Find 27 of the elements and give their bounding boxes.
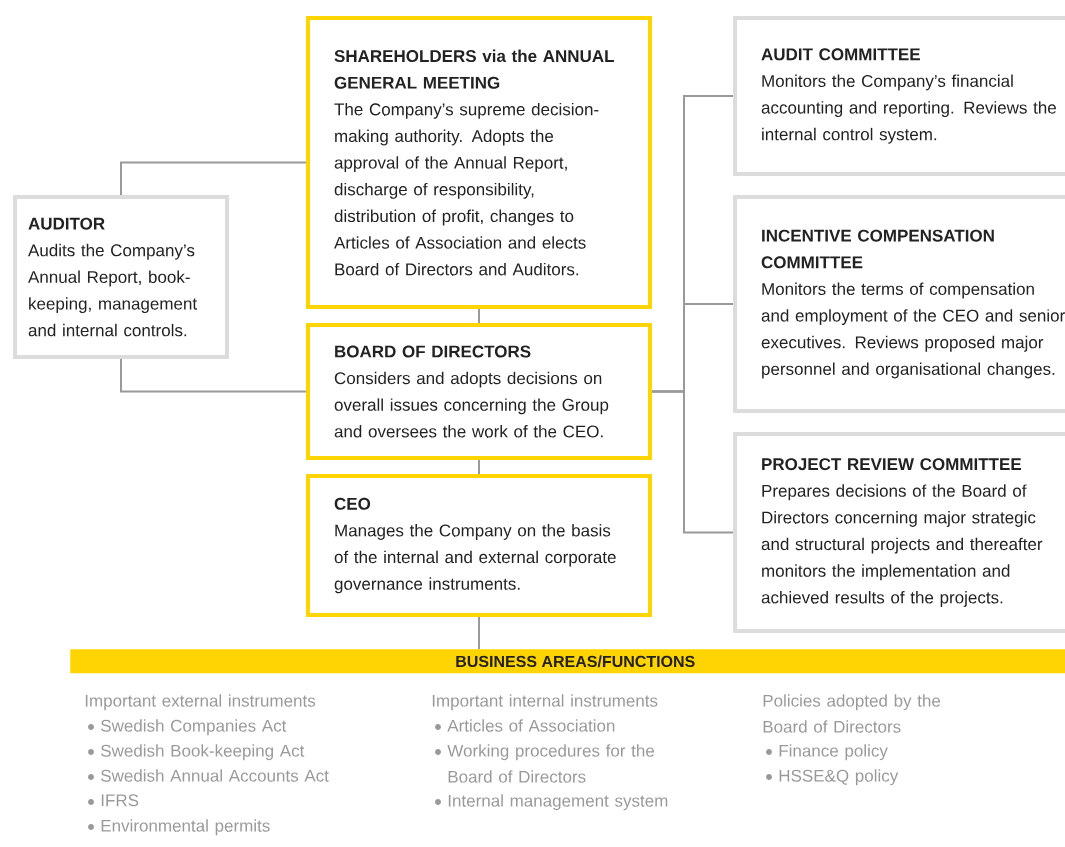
list-item: Swedish Companies Act bbox=[88, 719, 287, 736]
governance-box: CEO Manages the Company on the basis of the internal and external corporate governance instruments. bbox=[306, 474, 652, 617]
governance-box: SHAREHOLDERS via the ANNUAL GENERAL MEETING The Company’s supreme decision-making authority. Adopts the approval of the Annual Report, discharge of responsibility, distribution of profit, changes to Articles of Association and elects Board of Directors and Auditors. bbox=[306, 16, 652, 309]
committee-box: AUDIT COMMITTEE Monitors the Company’s financial accounting and reporting. Reviews the internal control system. bbox=[733, 16, 1065, 176]
list-item: Swedish Annual Accounts Act bbox=[88, 769, 329, 782]
list-heading: Important external instruments bbox=[85, 694, 316, 711]
connector-line bbox=[478, 459, 480, 475]
connector-line bbox=[478, 308, 480, 324]
governance-box: BOARD OF DIRECTORS Considers and adopts decisions on overall issues concerning the Group and oversees the work of the CEO. bbox=[306, 323, 652, 460]
committee-box: PROJECT REVIEW COMMITTEE Prepares decisions of the Board of Directors concerning major strategic and structural projects and thereafter monitors the implementation and achieved results of the projects. bbox=[733, 432, 1065, 633]
banner: BUSINESS AREAS/FUNCTIONS bbox=[70, 649, 1065, 674]
list-item: Swedish Book-keeping Act bbox=[88, 744, 305, 761]
list-item: Finance policy bbox=[766, 744, 888, 761]
list-item: IFRS bbox=[88, 794, 139, 807]
list-item: Articles of Association bbox=[435, 719, 615, 732]
list-heading: Policies adopted by the Board of Directors bbox=[763, 694, 941, 733]
list-item: Environmental permits bbox=[88, 819, 270, 836]
list-heading: Important internal instruments bbox=[432, 694, 658, 711]
connector-line bbox=[120, 358, 307, 393]
list-item: Internal management system bbox=[435, 794, 668, 811]
connector-line bbox=[478, 616, 480, 650]
connector-line bbox=[120, 161, 307, 196]
list-item: HSSE&Q policy bbox=[766, 769, 899, 786]
list-item: Working procedures for the Board of Directors bbox=[435, 744, 655, 783]
committee-box: INCENTIVE COMPENSATION COMMITTEE Monitors the terms of compensation and employment of the CEO and senior executives. Reviews proposed major personnel and organisational changes. bbox=[733, 195, 1065, 413]
connector-line bbox=[651, 390, 734, 534]
auditor-box: AUDITOR Audits the Company’s Annual Report, book-keeping, management and internal controls. bbox=[13, 195, 229, 359]
